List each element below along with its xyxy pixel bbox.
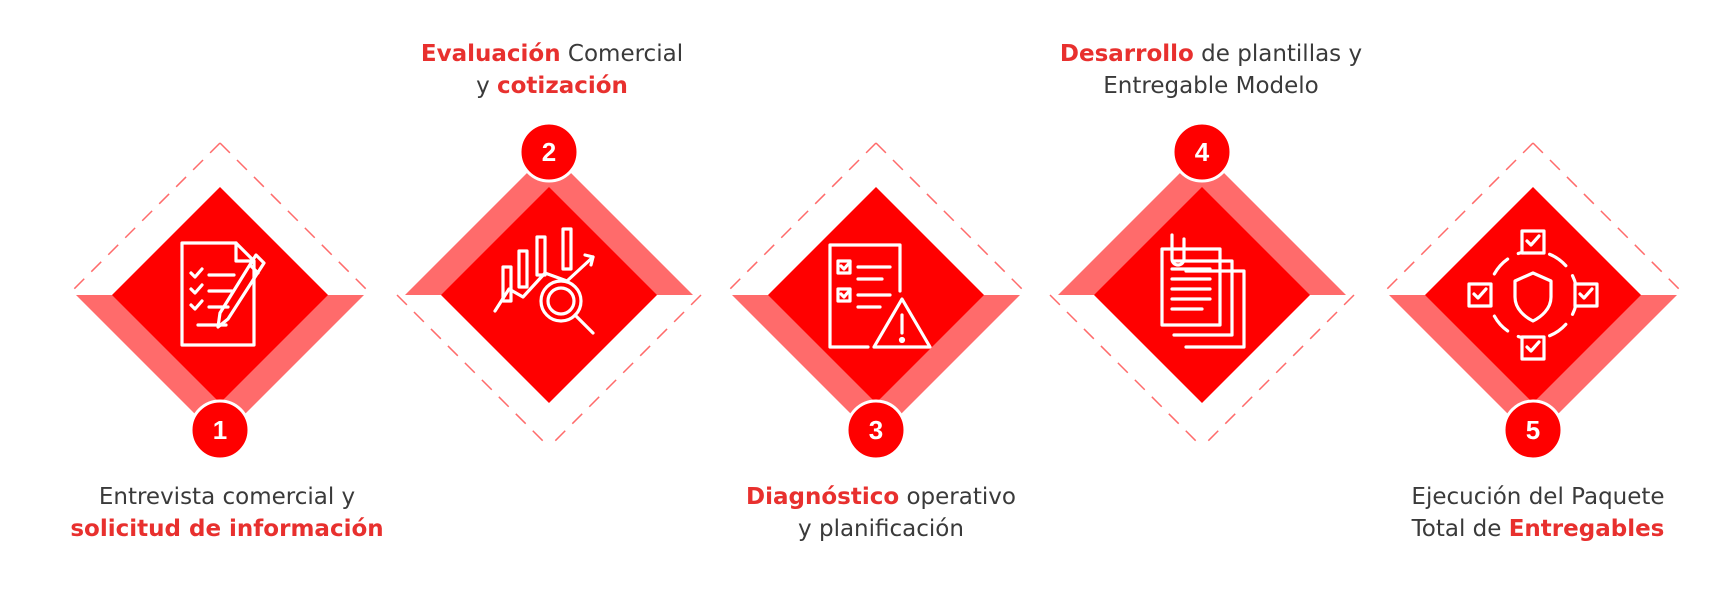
step-4-caption: Desarrollo de plantillas y Entregable Mo… [1031, 38, 1391, 102]
step-4-caption-line-2: Entregable Modelo [1103, 73, 1319, 99]
step-number-1: 1 [213, 415, 227, 445]
step-badge-2: 2 [518, 121, 580, 183]
step-2-caption-line-2: y cotización [476, 73, 628, 99]
shield-checkboxes-cycle-icon [1467, 229, 1599, 361]
step-number-4: 4 [1195, 137, 1210, 167]
step-number-3: 3 [869, 415, 883, 445]
step-1-highlight: solicitud de información [70, 516, 384, 542]
step-1-caption-line-2: solicitud de información [47, 513, 407, 545]
step-5-highlight: Entregables [1508, 516, 1665, 542]
step-3-caption-line-2: y planificación [798, 516, 964, 542]
step-4-highlight: Desarrollo [1059, 41, 1194, 67]
step-badge-3: 3 [845, 399, 907, 461]
step-3-diamond [723, 142, 1029, 440]
step-2-caption: Evaluación Comercial y cotización [372, 38, 732, 102]
step-5-caption: Ejecución del Paquete Total de Entregabl… [1358, 481, 1718, 545]
step-5-diamond [1380, 142, 1686, 440]
step-number-2: 2 [542, 137, 556, 167]
step-2-caption-line-1: Evaluación Comercial [420, 41, 684, 67]
step-badge-5: 5 [1502, 399, 1564, 461]
step-3-highlight: Diagnóstico [746, 484, 900, 510]
step-2-highlight: Evaluación [420, 41, 561, 67]
step-5-caption-line-1: Ejecución del Paquete [1411, 484, 1665, 510]
step-1-caption-line-1: Entrevista comercial y [98, 484, 356, 510]
bar-chart-magnifier-icon [493, 227, 595, 335]
step-1-caption: Entrevista comercial y solicitud de info… [47, 481, 407, 545]
stacked-documents-clip-icon [1160, 233, 1246, 349]
step-2-highlight-2: cotización [497, 73, 628, 99]
step-4-caption-line-1: Desarrollo de plantillas y [1059, 41, 1363, 67]
document-checklist-pencil-icon [180, 241, 266, 347]
step-3-caption: Diagnóstico operativo y planificación [701, 481, 1061, 545]
step-number-5: 5 [1526, 415, 1540, 445]
step-5-caption-line-2: Total de Entregables [1411, 516, 1665, 542]
step-3-caption-line-1: Diagnóstico operativo [746, 484, 1016, 510]
step-badge-4: 4 [1171, 121, 1233, 183]
clipboard-checklist-warning-icon [828, 243, 932, 349]
step-badge-1: 1 [189, 399, 251, 461]
